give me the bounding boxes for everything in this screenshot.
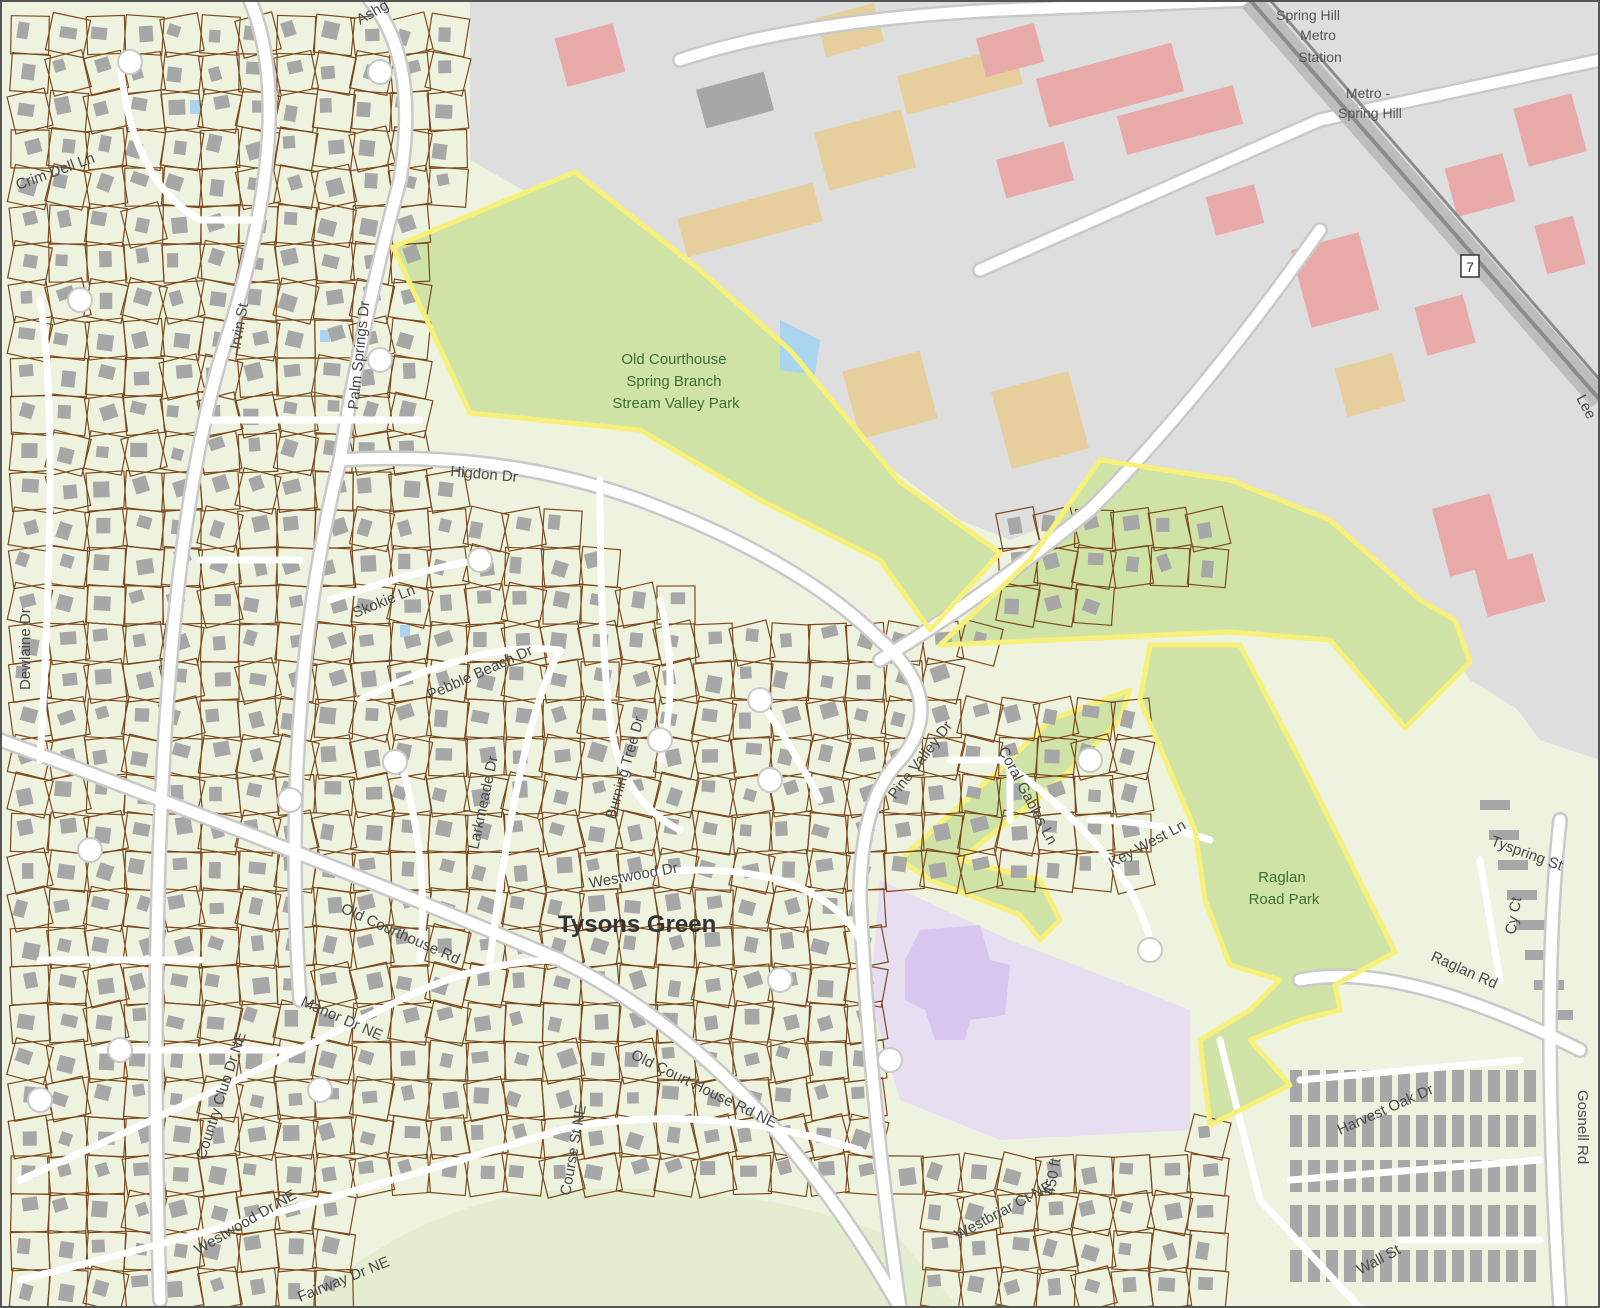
water-features xyxy=(190,100,820,637)
station-label-spring-hill: Spring Hill Metro Station xyxy=(1276,7,1344,65)
park-outlines xyxy=(390,169,1473,1128)
street-label-cy-ct: Cy Ct xyxy=(1502,895,1525,936)
route-shield-label: 7 xyxy=(1466,259,1474,275)
street-label-higdon: Higdon Dr xyxy=(450,463,519,486)
park-label-old-courthouse: Old Courthouse Spring Branch Stream Vall… xyxy=(612,351,740,412)
metro-rail-corridor xyxy=(1241,0,1600,408)
parcel-lines xyxy=(6,11,1232,1308)
place-label-tysons-green: Tysons Green xyxy=(558,911,716,938)
street-label-dewlaine: Dewlaine Dr xyxy=(17,608,34,690)
park-label-raglan-road: Raglan Road Park xyxy=(1249,869,1320,908)
elevation-label: 450 ft xyxy=(1041,1156,1064,1197)
station-label-metro-spring-hill: Metro - Spring Hill xyxy=(1338,85,1402,121)
route-7-shield: 7 xyxy=(1460,254,1480,278)
school-building xyxy=(905,925,1010,1040)
open-space-south xyxy=(300,1188,960,1308)
street-label-gosnell: Gosnell Rd xyxy=(1574,1090,1591,1164)
